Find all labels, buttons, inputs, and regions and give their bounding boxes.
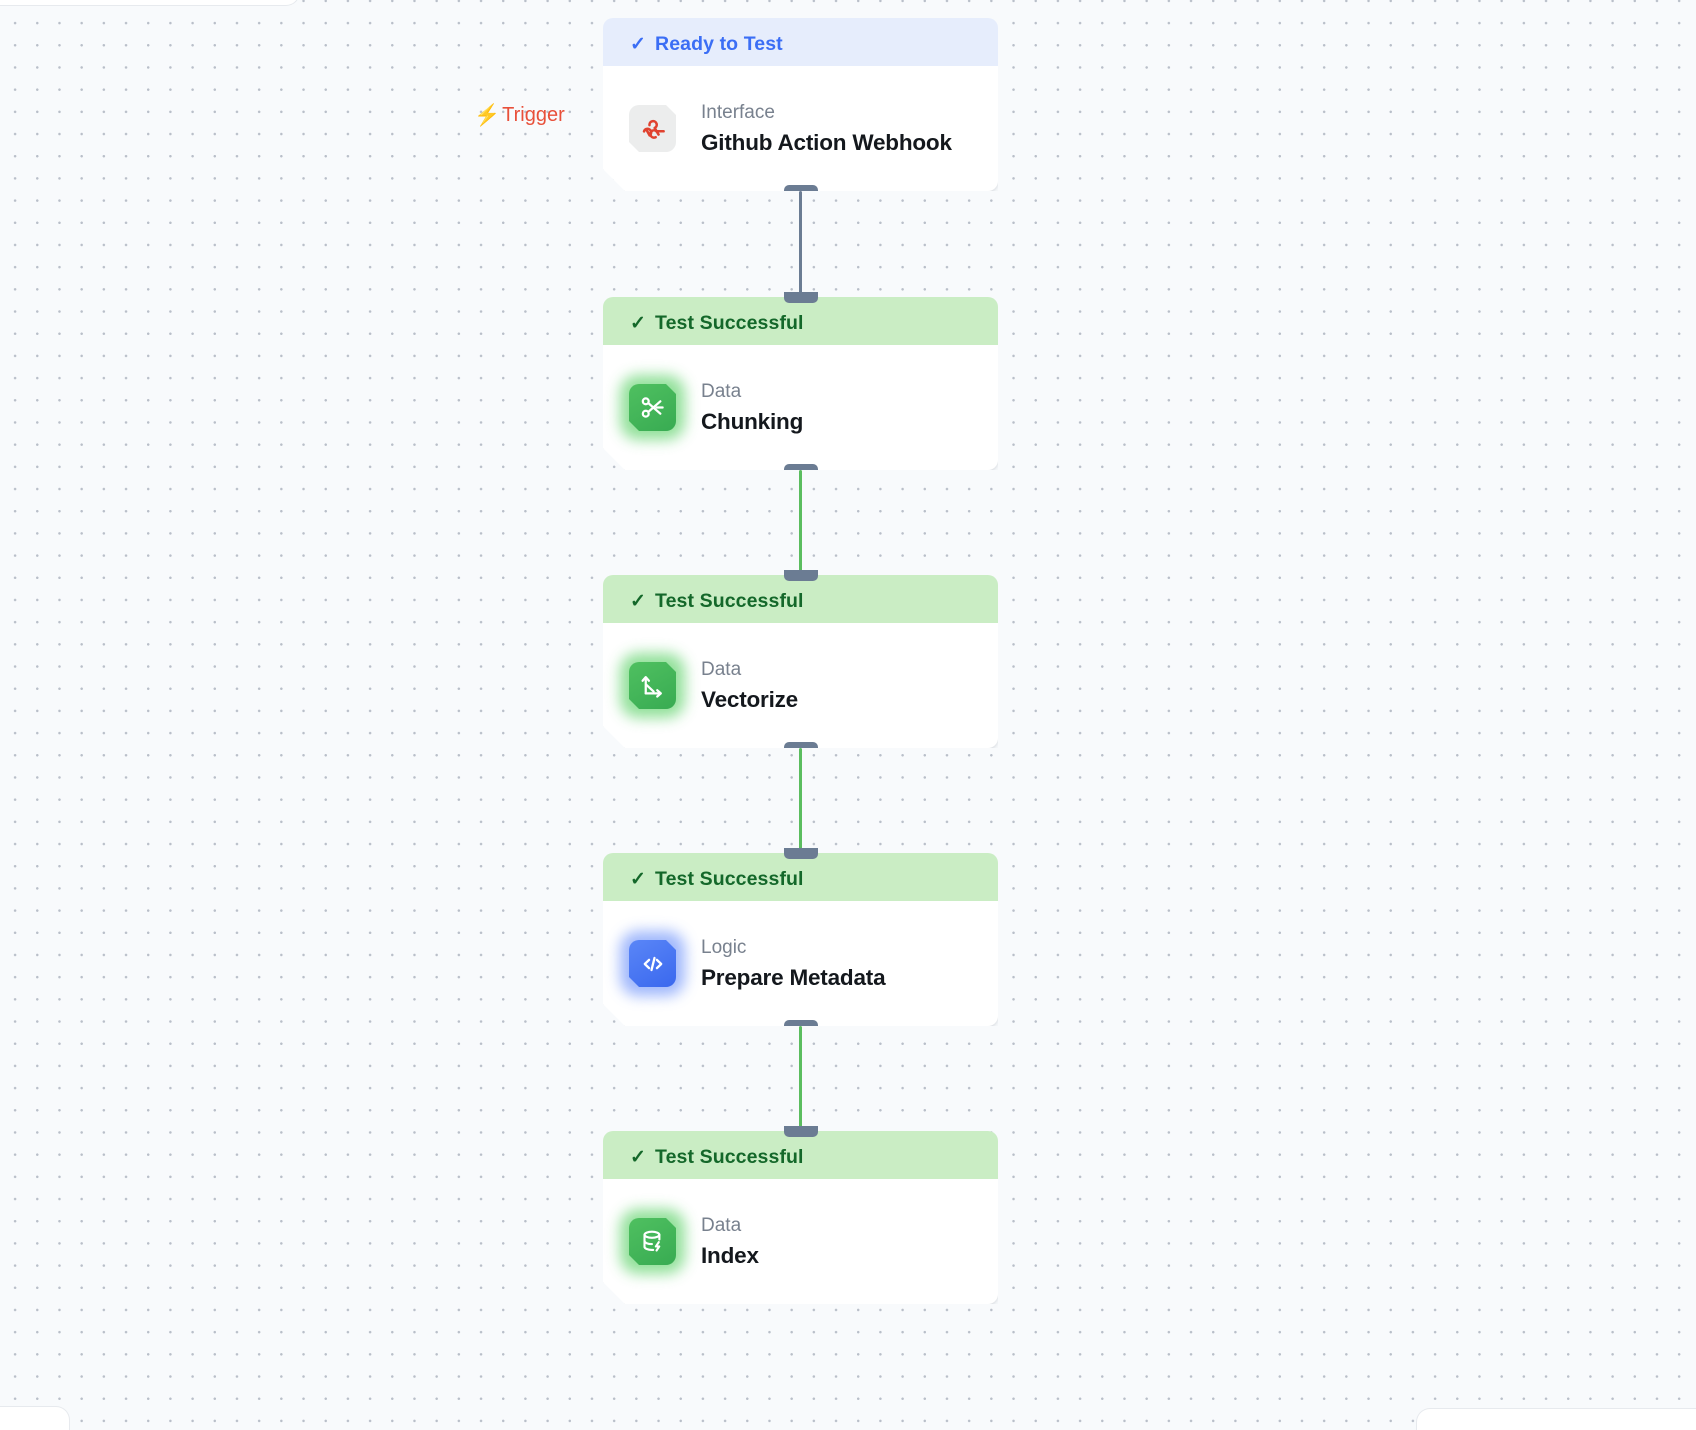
status-label: Test Successful xyxy=(655,1145,804,1168)
workflow-node-vectorize[interactable]: ✓ Test Successful xyxy=(603,570,998,748)
node-kind: Interface xyxy=(701,102,775,124)
edge-webhook-to-chunking xyxy=(603,191,998,297)
status-label: Test Successful xyxy=(655,589,804,612)
node-output-handle[interactable] xyxy=(784,464,818,475)
status-label: Test Successful xyxy=(655,867,804,890)
node-card[interactable]: Data Vectorize xyxy=(603,623,998,748)
status-badge: ✓ Ready to Test xyxy=(603,18,998,70)
edge-chunking-to-vectorize xyxy=(603,470,998,575)
node-card[interactable]: Data Index xyxy=(603,1179,998,1304)
check-icon: ✓ xyxy=(630,1146,647,1168)
node-icon-wrap xyxy=(629,1218,676,1265)
edge-vectorize-to-prepare-metadata xyxy=(603,748,998,853)
node-card[interactable]: Data Chunking xyxy=(603,345,998,470)
scissors-icon xyxy=(629,384,676,431)
workflow-node-github-action-webhook[interactable]: ✓ Ready to Test Interface G xyxy=(603,18,998,191)
edge-line xyxy=(799,470,802,575)
node-icon-wrap xyxy=(629,940,676,987)
status-label: Test Successful xyxy=(655,311,804,334)
node-card[interactable]: Logic Prepare Metadata xyxy=(603,901,998,1026)
node-text: Interface Github Action Webhook xyxy=(701,101,952,156)
edge-line xyxy=(799,1026,802,1131)
code-brackets-icon xyxy=(629,940,676,987)
status-badge: ✓ Test Successful xyxy=(603,575,998,627)
lightning-bolt-icon: ⚡ xyxy=(474,104,501,127)
trigger-label: Trigger xyxy=(502,104,565,126)
workflow-node-index[interactable]: ✓ Test Successful xyxy=(603,1126,998,1304)
node-kind: Data xyxy=(701,1215,742,1237)
top-left-panel xyxy=(0,0,300,6)
check-icon: ✓ xyxy=(630,590,647,612)
node-kind: Logic xyxy=(701,937,747,959)
node-icon-wrap xyxy=(629,105,676,152)
node-text: Data Vectorize xyxy=(701,658,798,713)
node-title: Vectorize xyxy=(701,686,799,712)
database-bolt-icon xyxy=(629,1218,676,1265)
trigger-badge: ⚡ Trigger xyxy=(474,104,565,127)
node-input-handle[interactable] xyxy=(783,848,818,859)
check-icon: ✓ xyxy=(630,868,647,890)
node-title: Index xyxy=(701,1242,759,1268)
webhook-icon xyxy=(629,105,676,152)
status-badge: ✓ Test Successful xyxy=(603,1131,998,1183)
node-icon-wrap xyxy=(629,662,676,709)
node-input-handle[interactable] xyxy=(783,570,818,581)
node-output-handle[interactable] xyxy=(784,1020,818,1031)
node-title: Prepare Metadata xyxy=(701,964,886,990)
status-badge: ✓ Test Successful xyxy=(603,853,998,905)
node-input-handle[interactable] xyxy=(783,1126,818,1137)
vector-axes-icon xyxy=(629,662,676,709)
workflow-node-chunking[interactable]: ✓ Test Successful xyxy=(603,292,998,470)
node-kind: Data xyxy=(701,659,742,681)
status-badge: ✓ Test Successful xyxy=(603,297,998,349)
node-output-handle[interactable] xyxy=(784,185,818,196)
node-title: Github Action Webhook xyxy=(701,129,952,155)
bottom-left-panel xyxy=(0,1406,70,1430)
status-label: Ready to Test xyxy=(655,32,783,55)
node-text: Logic Prepare Metadata xyxy=(701,936,885,991)
edge-line xyxy=(799,191,802,297)
node-output-handle[interactable] xyxy=(784,742,818,753)
check-icon: ✓ xyxy=(630,33,647,55)
workflow-chain: ✓ Ready to Test Interface G xyxy=(603,18,998,1304)
node-icon-wrap xyxy=(629,384,676,431)
node-input-handle[interactable] xyxy=(783,292,818,303)
node-kind: Data xyxy=(701,381,742,403)
edge-prepare-metadata-to-index xyxy=(603,1026,998,1131)
workflow-node-prepare-metadata[interactable]: ✓ Test Successful Logic Pre xyxy=(603,848,998,1026)
node-title: Chunking xyxy=(701,408,804,434)
node-text: Data Index xyxy=(701,1214,759,1269)
bottom-right-panel xyxy=(1416,1408,1696,1430)
check-icon: ✓ xyxy=(630,312,647,334)
edge-line xyxy=(799,748,802,853)
node-text: Data Chunking xyxy=(701,380,803,435)
node-card[interactable]: Interface Github Action Webhook xyxy=(603,66,998,191)
